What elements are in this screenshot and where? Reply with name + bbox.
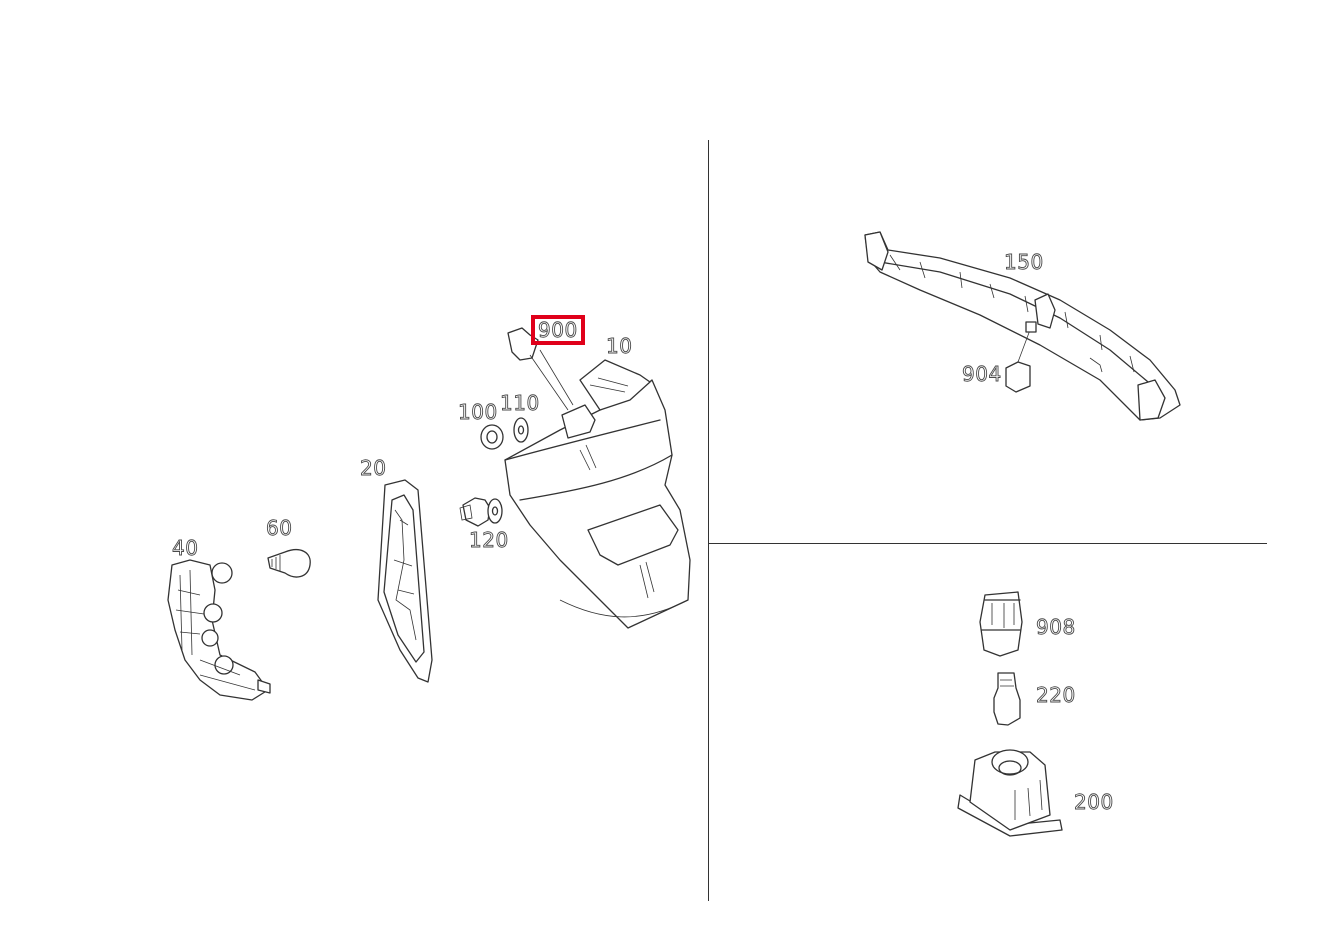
callout-150[interactable]: 150: [1004, 250, 1044, 274]
washer-110[interactable]: [513, 417, 529, 443]
clip-904[interactable]: [1005, 321, 1037, 393]
callout-900[interactable]: 900: [531, 315, 585, 345]
callout-908[interactable]: 908: [1036, 615, 1076, 639]
callout-10[interactable]: 10: [606, 334, 633, 358]
lamp-housing-200[interactable]: [957, 749, 1063, 837]
bolt-120[interactable]: [459, 497, 503, 527]
connector-900[interactable]: [507, 327, 574, 411]
nut-100[interactable]: [480, 424, 504, 450]
callout-120[interactable]: 120: [469, 528, 509, 552]
callout-200[interactable]: 200: [1074, 790, 1114, 814]
bulb-60[interactable]: [267, 549, 311, 578]
vertical-divider: [708, 140, 709, 901]
bracket-150[interactable]: [864, 231, 1181, 421]
callout-904[interactable]: 904: [962, 362, 1002, 386]
callout-110[interactable]: 110: [500, 391, 540, 415]
callout-60[interactable]: 60: [266, 516, 293, 540]
horizontal-divider: [709, 543, 1267, 544]
bulb-carrier-40[interactable]: [167, 559, 271, 701]
callout-40[interactable]: 40: [172, 536, 199, 560]
callout-20[interactable]: 20: [360, 456, 387, 480]
wedge-bulb-220[interactable]: [993, 672, 1021, 726]
callout-100[interactable]: 100: [458, 400, 498, 424]
tail-lamp-housing[interactable]: [504, 359, 691, 629]
bulb-socket-908[interactable]: [979, 591, 1023, 657]
seal-20[interactable]: [377, 479, 433, 683]
callout-220[interactable]: 220: [1036, 683, 1076, 707]
